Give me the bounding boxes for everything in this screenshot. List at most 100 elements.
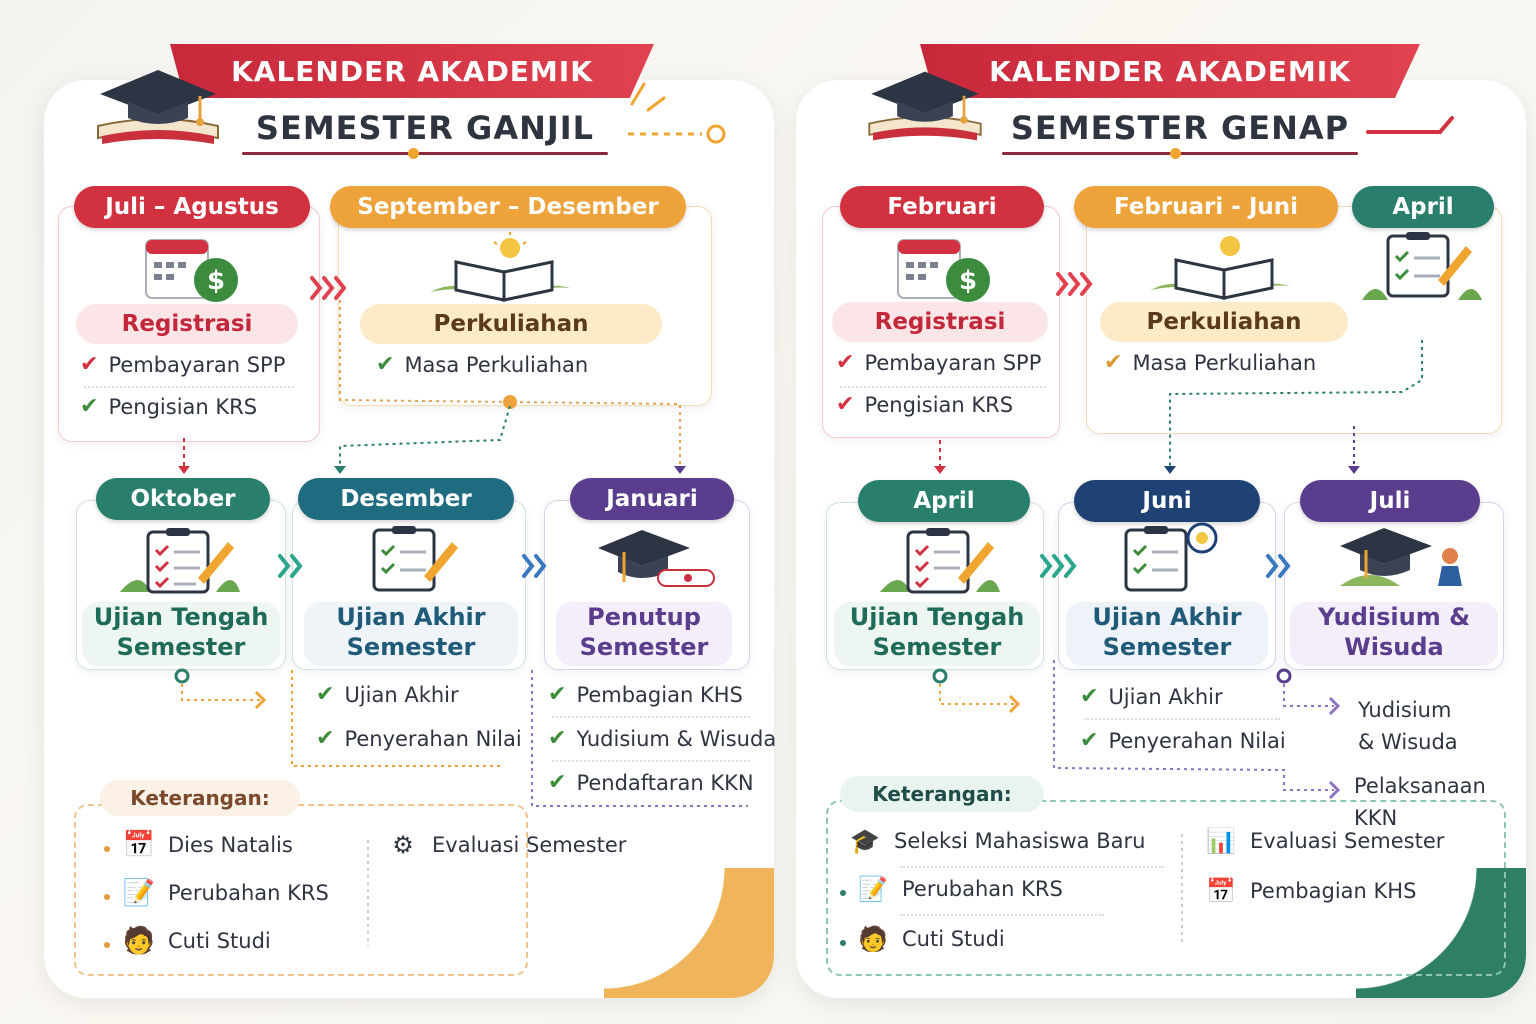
legend-item: 📝 Perubahan KRS	[122, 876, 329, 910]
calendar-icon: 📅	[1206, 877, 1236, 905]
title-ribbon-genap: KALENDER AKADEMIK	[920, 44, 1420, 98]
item-label: Yudisium & Wisuda	[576, 726, 777, 751]
check-icon: ✔	[376, 352, 395, 377]
period-pill: April	[858, 480, 1030, 522]
check-icon: ✔	[548, 770, 567, 795]
checklist-item: ✔ Masa Perkuliahan	[376, 352, 588, 377]
svg-text:$: $	[207, 266, 225, 296]
checklist-item: ✔ Ujian Akhir	[316, 682, 459, 707]
card-heading: Penutup Semester	[556, 602, 732, 666]
card-heading: Ujian Tengah Semester	[82, 602, 280, 666]
period-pill: Juni	[1074, 480, 1260, 522]
card-heading: Perkuliahan	[360, 304, 662, 344]
legend-label: Cuti Studi	[168, 929, 271, 953]
graduation-cap-icon	[1340, 528, 1462, 586]
new-student-icon: 🎓	[850, 827, 880, 855]
divider	[84, 386, 294, 388]
period-pill: April	[1352, 186, 1494, 228]
card-heading: Ujian Tengah Semester	[834, 602, 1040, 666]
corner-accent	[604, 868, 774, 998]
check-icon: ✔	[80, 352, 99, 377]
divider	[900, 914, 1104, 916]
item-label: Ujian Akhir	[1108, 684, 1223, 709]
legend-label: Evaluasi Semester	[1250, 829, 1445, 853]
decorative-swoosh	[1366, 116, 1454, 134]
divider	[900, 866, 1164, 868]
check-icon: ✔	[548, 682, 567, 707]
legend-label: Perubahan KRS	[168, 881, 329, 905]
legend-item: 📊 Evaluasi Semester	[1204, 824, 1444, 858]
divider	[840, 386, 1046, 388]
check-icon: ✔	[836, 350, 855, 375]
edit-document-icon: 📝	[122, 878, 156, 908]
legend-item: 🧑 Cuti Studi	[856, 922, 1005, 956]
legend-item: 📅 Dies Natalis	[122, 828, 293, 862]
legend-item: 📅 Pembagian KHS	[1204, 874, 1416, 908]
open-book-icon	[1150, 236, 1290, 300]
checklist-item: ✔ Pengisian KRS	[836, 392, 1013, 417]
item-label: Penyerahan Nilai	[1108, 728, 1286, 753]
legend-item: 🎓 Seleksi Mahasiswa Baru	[848, 824, 1145, 858]
result-item: Yudisium & Wisuda	[1358, 698, 1458, 754]
legend-box	[826, 800, 1506, 976]
check-icon: ✔	[1104, 350, 1123, 375]
calendar-money-icon: $	[145, 239, 238, 302]
card-heading: Registrasi	[76, 304, 298, 344]
check-icon: ✔	[836, 392, 855, 417]
legend-label: Evaluasi Semester	[432, 833, 627, 857]
period-pill: Januari	[570, 478, 734, 520]
legend-label: Cuti Studi	[902, 927, 1005, 951]
legend-item: 📝 Perubahan KRS	[856, 872, 1063, 906]
check-icon: ✔	[316, 682, 335, 707]
checklist-item: ✔ Penyerahan Nilai	[1080, 728, 1286, 753]
period-pill: September – Desember	[330, 186, 686, 228]
checklist-icon	[1362, 232, 1482, 300]
card-heading: Ujian Akhir Semester	[1066, 602, 1268, 666]
legend-item: 🧑 Cuti Studi	[122, 924, 271, 958]
checklist-item: ✔ Pembayaran SPP	[80, 352, 285, 377]
checklist-item: ✔ Penyerahan Nilai	[316, 726, 522, 751]
diploma-icon	[598, 530, 715, 587]
item-label: Penyerahan Nilai	[344, 726, 522, 751]
checklist-item: ✔ Pengisian KRS	[80, 394, 257, 419]
period-pill: Februari	[840, 186, 1044, 228]
checklist-item: ✔ Yudisium & Wisuda	[548, 726, 776, 751]
title-dot	[408, 148, 419, 159]
item-label: Pengisian KRS	[864, 392, 1014, 417]
item-label: Pembayaran SPP	[108, 352, 286, 377]
card-heading: Registrasi	[832, 302, 1048, 342]
period-pill: Desember	[298, 478, 514, 520]
title-dot	[1170, 148, 1181, 159]
legend-box	[74, 804, 528, 976]
check-icon: ✔	[316, 726, 335, 751]
checklist-item: ✔ Pembayaran SPP	[836, 350, 1041, 375]
period-pill: Februari - Juni	[1074, 186, 1338, 228]
subtitle-ganjil: SEMESTER GANJIL	[255, 109, 595, 147]
bullet	[104, 894, 110, 900]
period-pill: Oktober	[96, 478, 270, 520]
bullet	[840, 890, 846, 896]
checklist-icon	[880, 528, 1000, 594]
check-icon: ✔	[1080, 728, 1099, 753]
calendar-icon: 📅	[122, 830, 156, 860]
divider	[552, 716, 750, 718]
legend-label: Dies Natalis	[168, 833, 293, 857]
evaluation-icon: 📊	[1206, 827, 1236, 855]
bullet	[104, 846, 110, 852]
card-heading: Ujian Akhir Semester	[304, 602, 518, 666]
title-ribbon-ganjil: KALENDER AKADEMIK	[170, 44, 654, 98]
item-label: Pembagian KHS	[576, 682, 743, 707]
card-heading: Yudisium & Wisuda	[1290, 602, 1498, 666]
period-pill: Juli	[1300, 480, 1480, 522]
legend-label: Pembagian KHS	[1250, 879, 1417, 903]
divider	[552, 760, 750, 762]
item-label: Masa Perkuliahan	[1132, 350, 1317, 375]
subtitle-genap: SEMESTER GENAP	[1010, 109, 1350, 147]
item-label: Pengisian KRS	[108, 394, 258, 419]
item-label: Pembayaran SPP	[864, 350, 1042, 375]
checklist-item: ✔ Masa Perkuliahan	[1104, 350, 1316, 375]
checklist-item: ✔ Pendaftaran KKN	[548, 770, 754, 795]
checklist-icon	[372, 526, 458, 592]
item-label: Pendaftaran KKN	[576, 770, 754, 795]
checklist-item: ✔ Ujian Akhir	[1080, 684, 1223, 709]
